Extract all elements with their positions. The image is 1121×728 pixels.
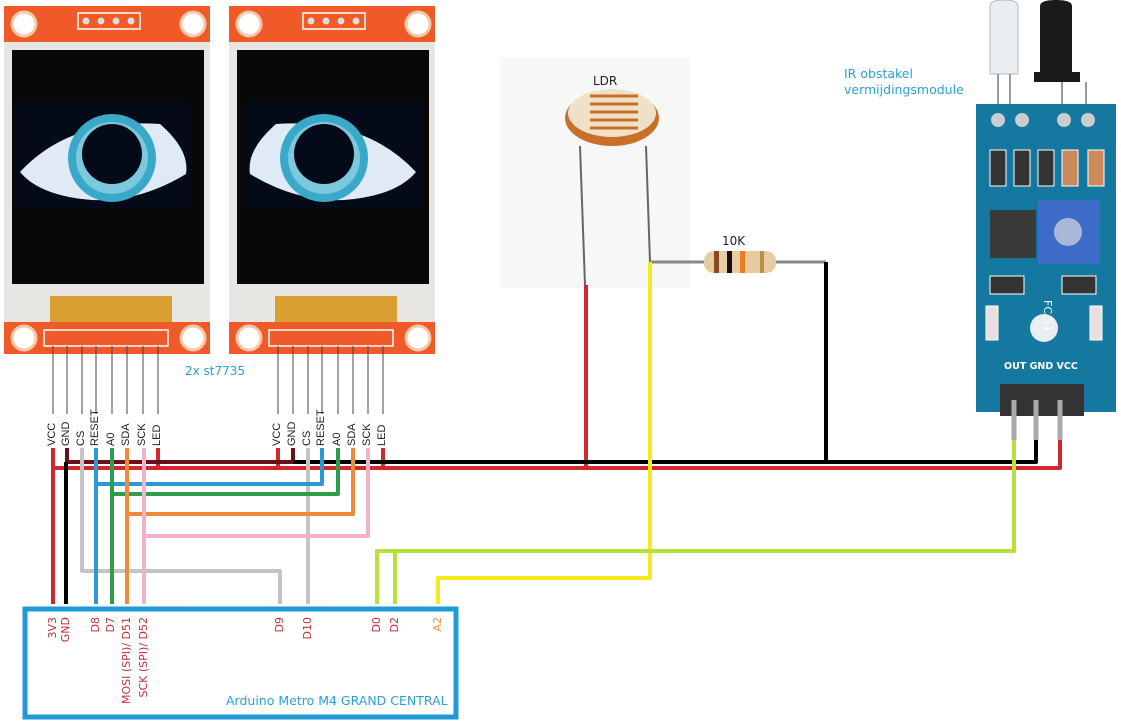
ir-obstacle-module (976, 0, 1116, 440)
wire-sck (144, 448, 370, 538)
wire-a0 (112, 448, 340, 496)
arduino-pin-label-d51: MOSI (SPI)/ D51 (120, 617, 133, 704)
ir-module-label-line2: vermijdingsmodule (844, 82, 964, 97)
ir-pin-labels: OUT GND VCC (1004, 361, 1078, 372)
ir-module-label: IR obstakel vermijdingsmodule (844, 66, 964, 98)
display-pin-label-sda: SDA (346, 423, 358, 446)
ir-module-label-line1: IR obstakel (844, 66, 913, 81)
display-pin-label-reset: RESET (89, 409, 101, 446)
resistor-10k (650, 251, 826, 273)
display-pin-label-vcc: VCC (271, 422, 283, 446)
arduino-pin-label-gnd: GND (59, 617, 72, 643)
display-pin-leads (52, 346, 384, 414)
ldr-component (500, 58, 690, 288)
arduino-pin-label-3v3: 3V3 (46, 617, 59, 639)
wire-sda (127, 448, 355, 516)
display-pin-label-led: LED (376, 424, 388, 446)
ldr-label: LDR (593, 74, 618, 88)
arduino-pin-label-d9: D9 (273, 617, 286, 633)
display-pin-label-a0: A0 (331, 432, 343, 446)
wire-reset (96, 448, 324, 486)
tft-display-right (229, 6, 435, 354)
eye-right-icon (249, 114, 416, 202)
arduino-pin-label-d7: D7 (104, 617, 117, 633)
arduino-pin-label-d8: D8 (89, 617, 102, 633)
wire-ldr-signal (436, 262, 652, 604)
display-pin-label-gnd: GND (286, 421, 298, 446)
wire-ground (293, 440, 1038, 464)
display-pin-label-reset: RESET (315, 409, 327, 446)
display-pin-label-cs: CS (75, 430, 87, 446)
wire-power (53, 440, 1062, 470)
display-pin-label-cs: CS (301, 430, 313, 446)
displays-label: 2x st7735 (185, 364, 246, 378)
arduino-pin-label-a2: A2 (431, 617, 444, 632)
display-pin-label-sck: SCK (136, 423, 148, 446)
resistor-label: 10K (722, 234, 746, 248)
arduino-pin-label-d2: D2 (388, 617, 401, 633)
ir-board-text: FC-51 (1041, 300, 1054, 332)
display-pin-label-a0: A0 (105, 432, 117, 446)
wire-ground-dark (65, 448, 295, 464)
display-pin-label-sck: SCK (361, 423, 373, 446)
display-pin-label-gnd: GND (60, 421, 72, 446)
arduino-pin-label-d0: D0 (370, 617, 383, 633)
eye-left-icon (20, 114, 187, 202)
arduino-label: Arduino Metro M4 GRAND CENTRAL (226, 693, 448, 708)
wires (51, 262, 1062, 604)
arduino-pin-label-d10: D10 (301, 617, 314, 640)
display-pin-label-led: LED (151, 424, 163, 446)
arduino-pin-label-d52: SCK (SPI)/ D52 (137, 617, 150, 698)
display-pin-label-vcc: VCC (46, 422, 58, 446)
tft-display-left (4, 6, 210, 354)
arduino-board (22, 606, 459, 720)
wire-cs (80, 448, 282, 604)
wire-ir-signal (375, 440, 1016, 604)
display-pin-label-sda: SDA (120, 423, 132, 446)
